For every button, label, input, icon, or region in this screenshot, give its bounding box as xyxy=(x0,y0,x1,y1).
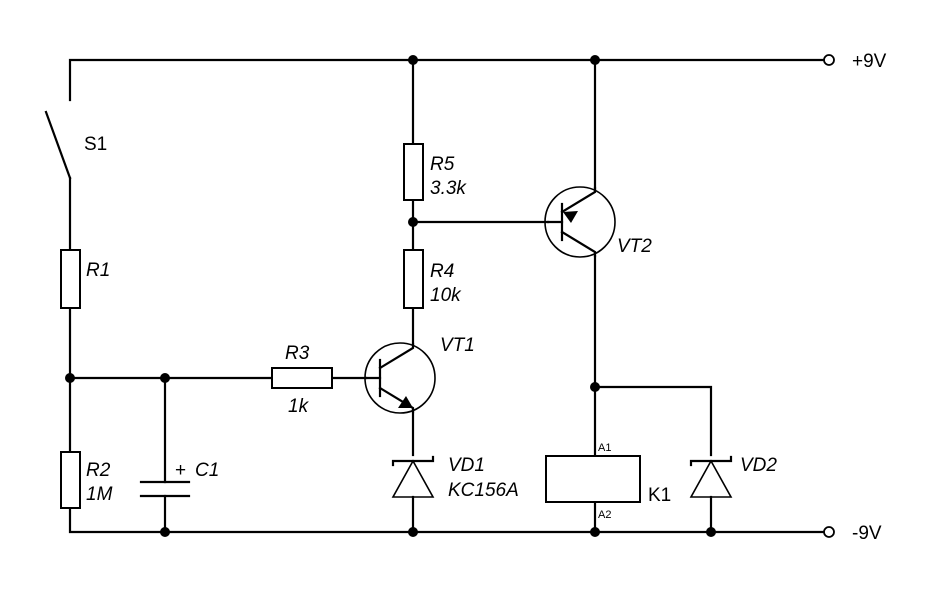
terminal-negative: -9V xyxy=(823,523,882,544)
zener-vd1-triangle xyxy=(391,459,435,498)
relay-k1-coil xyxy=(545,455,641,503)
transistor-vt2-collector xyxy=(560,230,597,258)
junction-dots xyxy=(65,55,716,537)
resistor-r1-label: R1 xyxy=(86,260,110,281)
wires xyxy=(68,58,828,534)
zener-vd2-triangle xyxy=(689,459,733,498)
resistor-r2-label: R2 xyxy=(86,460,111,481)
junction-dot xyxy=(590,55,600,65)
junction-dot xyxy=(590,382,600,392)
transistor-vt1: VT1 xyxy=(364,335,475,414)
resistor-r3-value: 1k xyxy=(288,396,310,417)
transistor-vt1-label: VT1 xyxy=(440,335,475,356)
relay-k1-label: K1 xyxy=(648,485,671,506)
switch-lever xyxy=(44,110,72,180)
terminal-negative-label: -9V xyxy=(852,523,882,544)
resistor-r5-value: 3.3k xyxy=(430,178,467,199)
junction-dot xyxy=(590,527,600,537)
junction-dot xyxy=(160,527,170,537)
capacitor-c1: + C1 xyxy=(139,460,219,498)
resistor-r2-body xyxy=(60,451,81,509)
capacitor-c1-polarity: + xyxy=(175,460,186,481)
resistor-r3-label: R3 xyxy=(285,343,310,364)
junction-dot xyxy=(408,55,418,65)
zener-vd2-bar xyxy=(689,455,733,467)
resistor-r4: R4 10k xyxy=(403,249,462,309)
terminal-positive-label: +9V xyxy=(852,51,887,72)
transistor-vt2: VT2 xyxy=(544,186,652,258)
resistor-r2: R2 1M xyxy=(60,451,113,509)
zener-vd1-bar xyxy=(391,455,435,467)
zener-vd1-label: VD1 xyxy=(448,455,485,476)
switch-s1-label: S1 xyxy=(84,134,107,155)
zener-vd2-label: VD2 xyxy=(740,455,777,476)
relay-k1: A1 A2 K1 xyxy=(545,442,671,521)
relay-k1-pin-a2: A2 xyxy=(598,509,611,521)
resistor-r5-body xyxy=(403,143,424,201)
terminal-positive: +9V xyxy=(823,51,887,72)
resistor-r5: R5 3.3k xyxy=(403,143,467,201)
transistor-vt2-emitter xyxy=(560,186,597,214)
zener-vd1-value: KC156A xyxy=(448,480,519,501)
transistor-vt2-emitter-arrow xyxy=(563,211,578,223)
junction-dot xyxy=(408,217,418,227)
junction-dot xyxy=(65,373,75,383)
junction-dot xyxy=(706,527,716,537)
wire-top-rail xyxy=(68,58,828,102)
relay-k1-pin-a1: A1 xyxy=(598,442,611,454)
junction-dot xyxy=(160,373,170,383)
resistor-r1: R1 xyxy=(60,249,110,309)
switch-s1: S1 xyxy=(44,110,107,180)
transistor-vt2-label: VT2 xyxy=(617,236,652,257)
zener-vd2: VD2 xyxy=(689,455,777,498)
terminal-negative-ring xyxy=(823,526,835,538)
wire-vd2-top xyxy=(593,385,713,457)
transistor-vt2-body xyxy=(544,186,616,258)
resistor-r2-value: 1M xyxy=(86,484,113,505)
resistor-r4-value: 10k xyxy=(430,285,462,306)
transistor-vt1-collector xyxy=(378,342,415,370)
resistor-r4-body xyxy=(403,249,424,309)
terminal-positive-ring xyxy=(823,54,835,66)
resistor-r3: R3 1k xyxy=(271,343,333,417)
capacitor-c1-label: C1 xyxy=(195,460,219,481)
wire-bottom-rail xyxy=(68,506,828,534)
transistor-vt1-emitter-arrow xyxy=(398,396,413,408)
resistor-r3-body xyxy=(271,367,333,389)
resistor-r4-label: R4 xyxy=(430,261,454,282)
junction-dot xyxy=(408,527,418,537)
resistor-r1-body xyxy=(60,249,81,309)
zener-vd1: VD1 KC156A xyxy=(391,455,519,501)
resistor-r5-label: R5 xyxy=(430,154,455,175)
